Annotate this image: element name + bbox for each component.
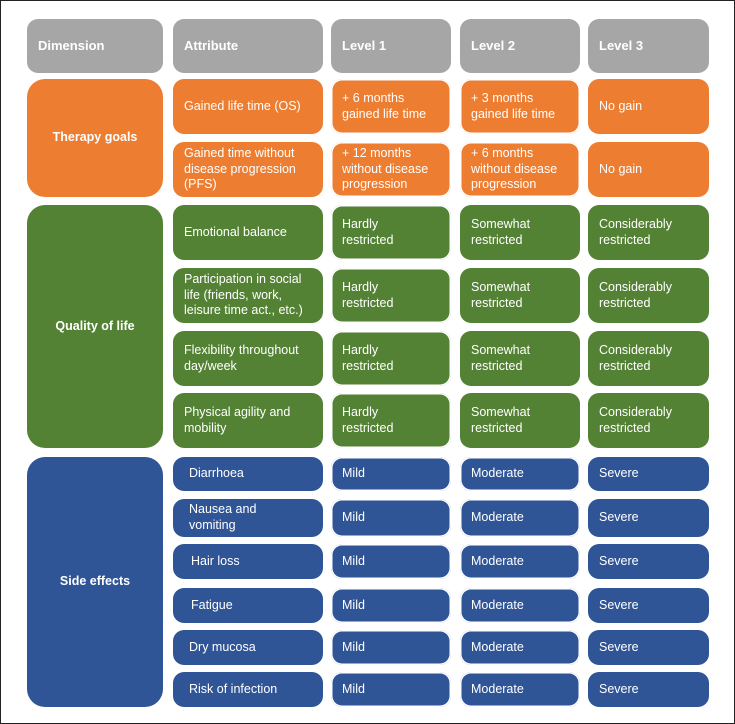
level2-diarrhoea: Moderate [460, 457, 580, 491]
header-level-1: Level 1 [331, 19, 451, 73]
level1-fatigue: Mild [331, 588, 451, 623]
level2-emotional-balance: Somewhat restricted [460, 205, 580, 260]
level3-social-participation: Considerably restricted [588, 268, 709, 323]
attribute-risk-of-infection: Risk of infection [173, 672, 323, 707]
dimension-side-effects: Side effects [27, 457, 163, 707]
header-level-2: Level 2 [460, 19, 580, 73]
attribute-hair-loss: Hair loss [173, 544, 323, 579]
level3-hair-loss: Severe [588, 544, 709, 579]
level2-fatigue: Moderate [460, 588, 580, 623]
level2-gained-life-time: + 3 months gained life time [460, 79, 580, 134]
level1-flexibility: Hardly restricted [331, 331, 451, 386]
attribute-fatigue: Fatigue [173, 588, 323, 623]
level3-nausea: Severe [588, 499, 709, 537]
level1-hair-loss: Mild [331, 544, 451, 579]
level1-dry-mucosa: Mild [331, 630, 451, 665]
attribute-nausea: Nausea and vomiting [173, 499, 323, 537]
level2-pfs: + 6 months without disease progression [460, 142, 580, 197]
attribute-diarrhoea: Diarrhoea [173, 457, 323, 491]
level1-gained-life-time: + 6 months gained life time [331, 79, 451, 134]
level2-hair-loss: Moderate [460, 544, 580, 579]
header-dimension: Dimension [27, 19, 163, 73]
header-attribute: Attribute [173, 19, 323, 73]
level2-flexibility: Somewhat restricted [460, 331, 580, 386]
level1-social-participation: Hardly restricted [331, 268, 451, 323]
level2-nausea: Moderate [460, 499, 580, 537]
level2-dry-mucosa: Moderate [460, 630, 580, 665]
attribute-gained-life-time: Gained life time (OS) [173, 79, 323, 134]
level3-fatigue: Severe [588, 588, 709, 623]
level3-pfs: No gain [588, 142, 709, 197]
level1-pfs: + 12 months without disease progression [331, 142, 451, 197]
attribute-physical-agility: Physical agility and mobility [173, 393, 323, 448]
level3-risk-of-infection: Severe [588, 672, 709, 707]
attribute-pfs: Gained time without disease progression … [173, 142, 323, 197]
level1-emotional-balance: Hardly restricted [331, 205, 451, 260]
level3-flexibility: Considerably restricted [588, 331, 709, 386]
level3-emotional-balance: Considerably restricted [588, 205, 709, 260]
dimension-quality-of-life: Quality of life [27, 205, 163, 448]
level1-nausea: Mild [331, 499, 451, 537]
level1-risk-of-infection: Mild [331, 672, 451, 707]
level3-dry-mucosa: Severe [588, 630, 709, 665]
level1-diarrhoea: Mild [331, 457, 451, 491]
attribute-social-participation: Participation in social life (friends, w… [173, 268, 323, 323]
header-level-3: Level 3 [588, 19, 709, 73]
attribute-dry-mucosa: Dry mucosa [173, 630, 323, 665]
level1-physical-agility: Hardly restricted [331, 393, 451, 448]
attribute-flexibility: Flexibility throughout day/week [173, 331, 323, 386]
attribute-emotional-balance: Emotional balance [173, 205, 323, 260]
level2-physical-agility: Somewhat restricted [460, 393, 580, 448]
level3-physical-agility: Considerably restricted [588, 393, 709, 448]
dimension-therapy-goals: Therapy goals [27, 79, 163, 197]
level2-risk-of-infection: Moderate [460, 672, 580, 707]
level3-diarrhoea: Severe [588, 457, 709, 491]
level2-social-participation: Somewhat restricted [460, 268, 580, 323]
level3-gained-life-time: No gain [588, 79, 709, 134]
